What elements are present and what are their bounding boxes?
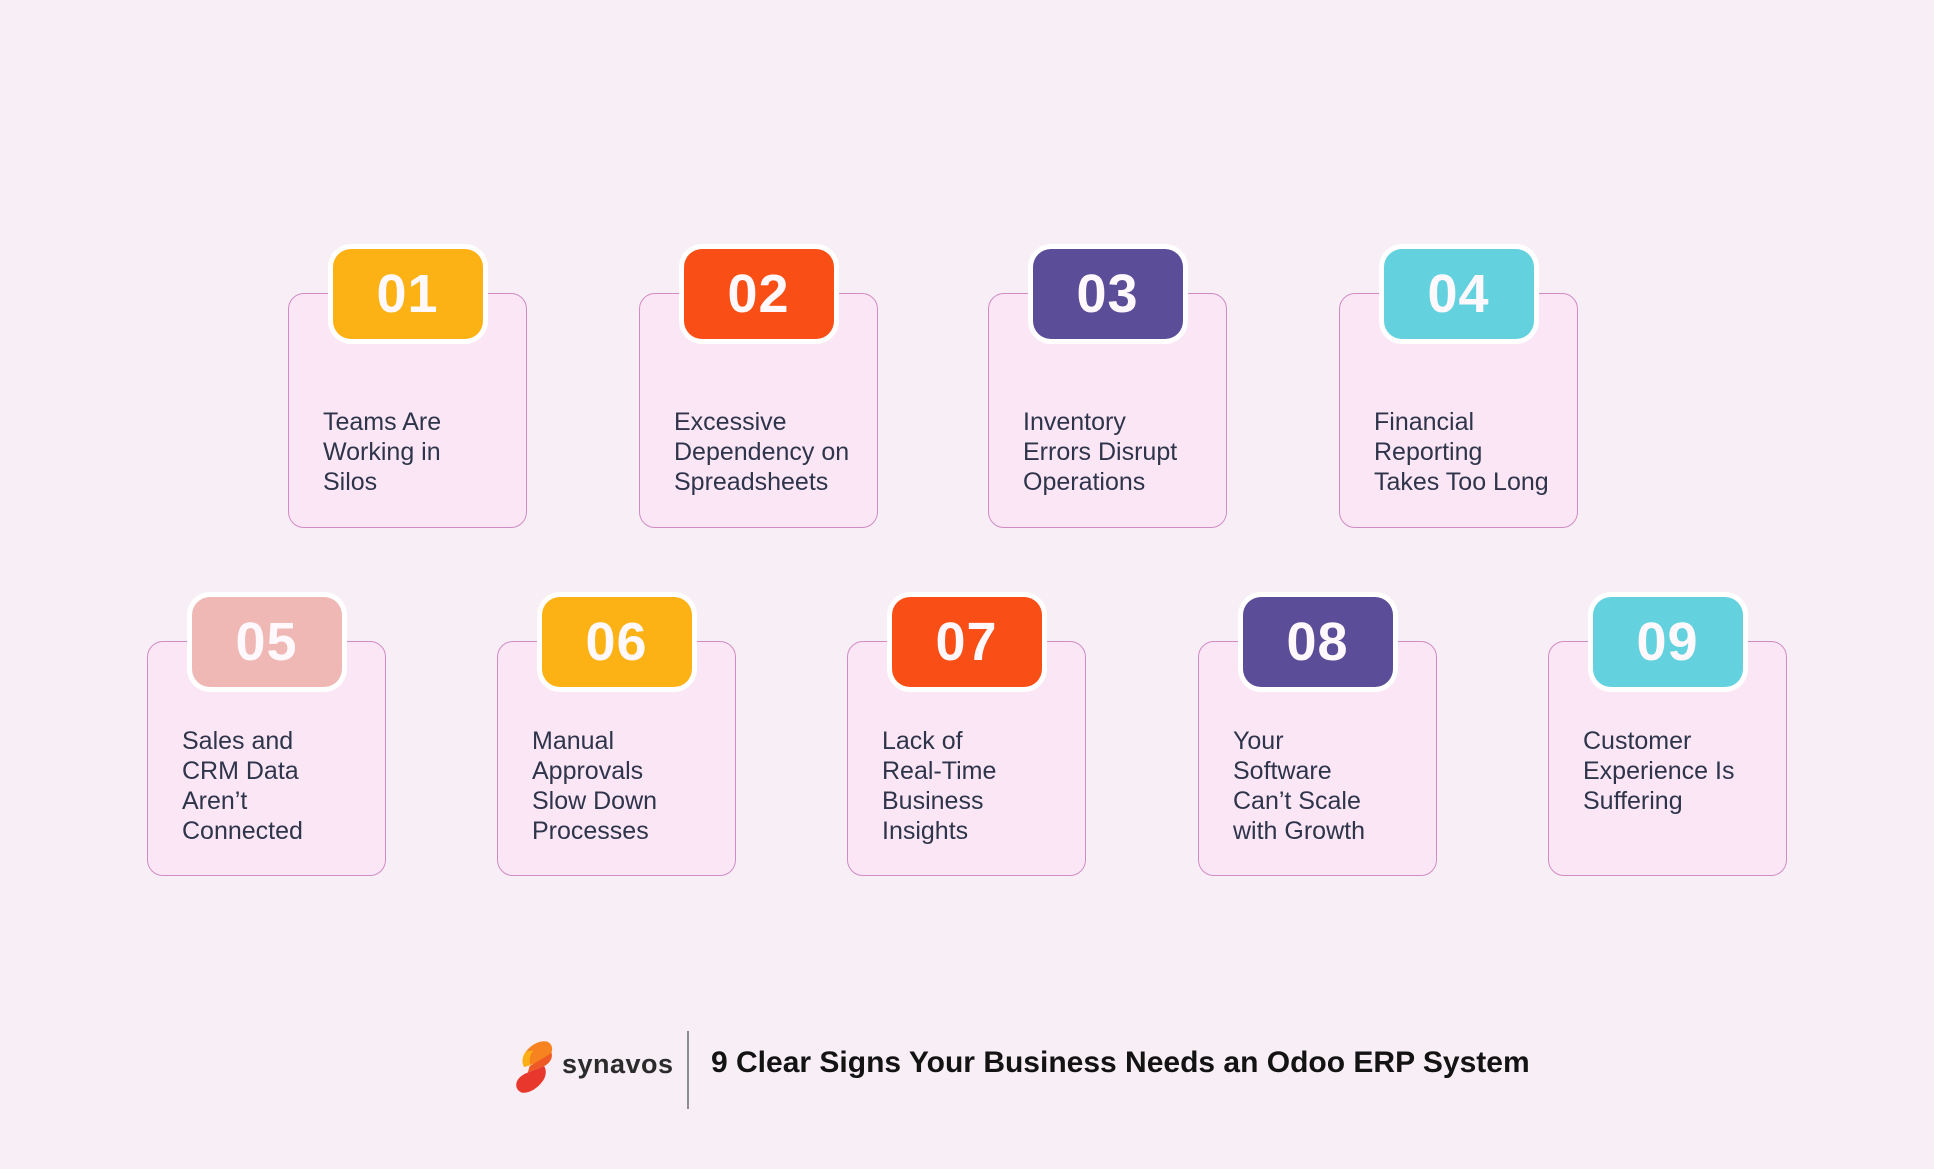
card-03-number-badge: 03 bbox=[1032, 249, 1183, 339]
card-04: 04 Financial Reporting Takes Too Long bbox=[1339, 249, 1578, 528]
card-02: 02 Excessive Dependency on Spreadsheets bbox=[639, 249, 878, 528]
card-07-label: Lack of Real-Time Business Insights bbox=[882, 727, 997, 845]
card-05-number-badge: 05 bbox=[191, 597, 342, 687]
card-02-label: Excessive Dependency on Spreadsheets bbox=[674, 408, 850, 496]
card-01-number-badge: 01 bbox=[332, 249, 483, 339]
card-08-label: Your Software Can’t Scale with Growth bbox=[1233, 727, 1365, 845]
card-02-number-badge: 02 bbox=[683, 249, 834, 339]
card-01: 01 Teams Are Working in Silos bbox=[288, 249, 527, 528]
card-06-label: Manual Approvals Slow Down Processes bbox=[532, 727, 658, 845]
infographic-title: 9 Clear Signs Your Business Needs an Odo… bbox=[711, 1046, 1530, 1079]
card-09: 09 Customer Experience Is Suffering bbox=[1548, 597, 1787, 876]
card-04-label: Financial Reporting Takes Too Long bbox=[1374, 408, 1549, 496]
card-05-label: Sales and CRM Data Aren’t Connected bbox=[182, 727, 303, 845]
synavos-logo-icon bbox=[516, 1041, 553, 1093]
card-03-label: Inventory Errors Disrupt Operations bbox=[1023, 408, 1178, 496]
card-09-number-badge: 09 bbox=[1592, 597, 1743, 687]
card-05: 05 Sales and CRM Data Aren’t Connected bbox=[147, 597, 386, 876]
card-01-label: Teams Are Working in Silos bbox=[323, 408, 442, 496]
synavos-wordmark: synavos bbox=[562, 1049, 674, 1079]
card-06-number-badge: 06 bbox=[541, 597, 692, 687]
card-03: 03 Inventory Errors Disrupt Operations bbox=[988, 249, 1227, 528]
footer-divider bbox=[687, 1031, 689, 1109]
card-09-label: Customer Experience Is Suffering bbox=[1583, 727, 1735, 815]
card-08-number-badge: 08 bbox=[1242, 597, 1393, 687]
card-06: 06 Manual Approvals Slow Down Processes bbox=[497, 597, 736, 876]
card-07: 07 Lack of Real-Time Business Insights bbox=[847, 597, 1086, 876]
card-04-number-badge: 04 bbox=[1383, 249, 1534, 339]
card-07-number-badge: 07 bbox=[891, 597, 1042, 687]
card-08: 08 Your Software Can’t Scale with Growth bbox=[1198, 597, 1437, 876]
